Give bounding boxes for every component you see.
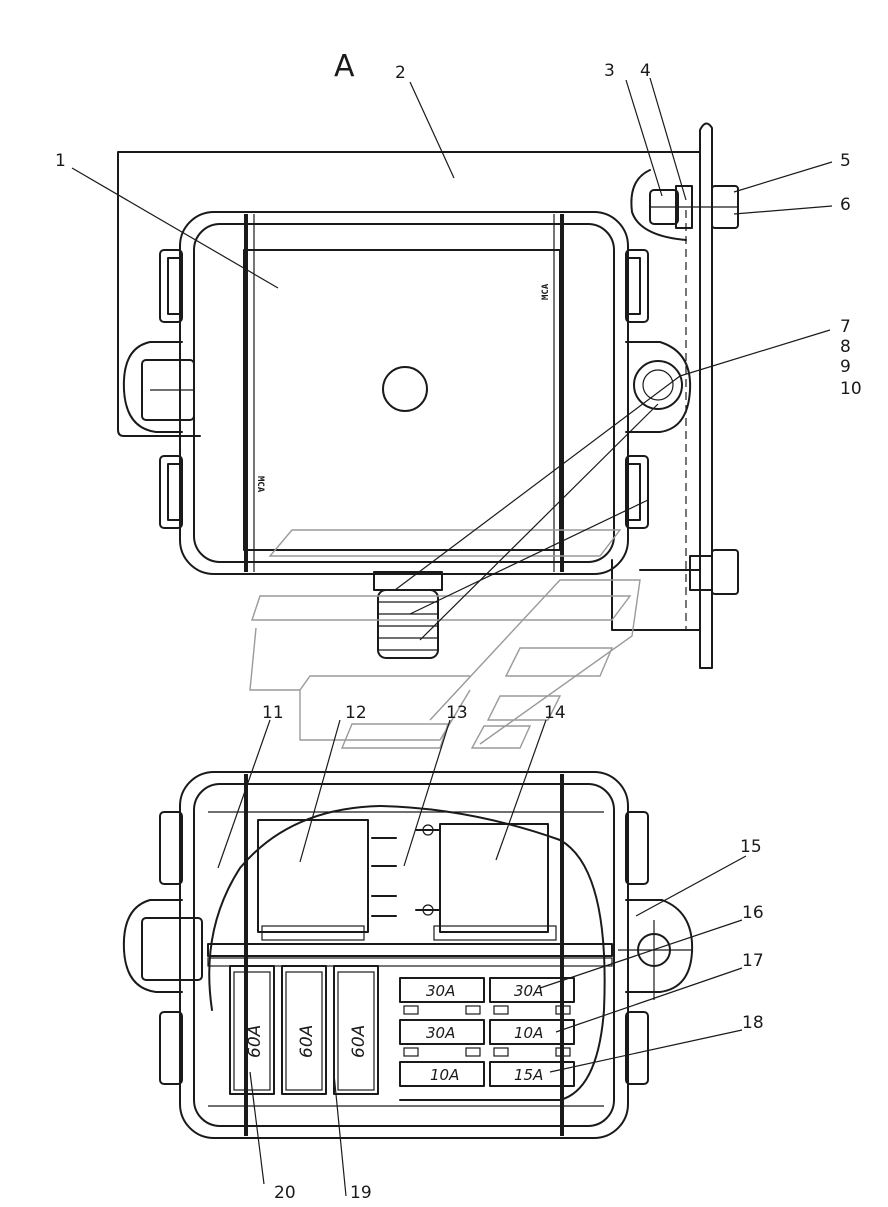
callout-12: 12 (345, 703, 367, 723)
callout-13: 13 (446, 703, 468, 723)
callout-14: 14 (544, 703, 566, 723)
fuse-rating-small-3: 30A (426, 1024, 455, 1042)
fuse-rating-large-3: 60A (349, 1025, 369, 1058)
bolt-nut-assembly (649, 185, 739, 229)
box-body-inner (193, 223, 615, 563)
view-a-lid-closed: МСА МСА (117, 122, 739, 669)
fuse-rating-small-4: 10A (514, 1024, 543, 1042)
ghost-outlines (249, 529, 641, 749)
callout-7: 7 (840, 317, 851, 337)
relay-terminals-13 (371, 824, 441, 917)
fuse-rating-large-2: 60A (297, 1025, 317, 1058)
latch-right-bottom (625, 455, 649, 529)
callout-4: 4 (640, 61, 651, 81)
callout-19: 19 (350, 1183, 372, 1203)
mounting-bracket (117, 151, 701, 437)
callout-16: 16 (742, 903, 764, 923)
callout-10: 10 (840, 379, 862, 399)
open-box-inner (193, 783, 615, 1127)
callout-8: 8 (840, 337, 851, 357)
fuse-rating-large-1: 60A (245, 1025, 265, 1058)
cable-gland (373, 571, 443, 659)
callout-9: 9 (840, 357, 851, 377)
mounting-ear-left (122, 341, 183, 433)
callout-18: 18 (742, 1013, 764, 1033)
callout-labels: 1 2 3 4 5 6 7 8 9 10 11 12 13 14 15 16 1… (55, 61, 862, 1203)
fuse-block-small (399, 977, 575, 1087)
latch-right-top (625, 249, 649, 323)
lower-bolt (689, 549, 739, 595)
view-open-box: 30A 30A 30A 10A 10A 15A 60A 60A 60A (122, 771, 694, 1139)
relay-12 (257, 819, 369, 933)
fuse-rating-small-1: 30A (426, 982, 455, 1000)
mounting-plate (699, 122, 713, 669)
box-body-outer (179, 211, 629, 575)
callout-3: 3 (604, 61, 615, 81)
callout-5: 5 (840, 151, 851, 171)
fuse-holder-60a-2 (281, 965, 327, 1095)
brand-mark-bottom: МСА (255, 476, 265, 493)
leader-lines (71, 77, 833, 1197)
mounting-ear-15 (625, 899, 694, 993)
callout-1: 1 (55, 151, 66, 171)
mounting-ear-right (625, 341, 692, 433)
callout-2: 2 (395, 63, 406, 83)
callout-17: 17 (742, 951, 764, 971)
fuse-rating-small-2: 30A (514, 982, 543, 1000)
mounting-hole-bolt (633, 360, 683, 410)
brand-mark-top: МСА (541, 283, 551, 300)
open-box-outer (179, 771, 629, 1139)
callout-11: 11 (262, 703, 284, 723)
view-label-a: A (334, 49, 355, 84)
lid-center-boss (382, 366, 428, 412)
latch-left-top (159, 249, 183, 323)
fuse-rating-small-5: 10A (430, 1066, 459, 1084)
relay-14 (439, 823, 549, 933)
box-lid (243, 249, 561, 551)
cutaway-outline (208, 805, 606, 1101)
fuse-rating-small-6: 15A (514, 1066, 543, 1084)
latch-left-bottom (159, 455, 183, 529)
callout-15: 15 (740, 837, 762, 857)
fuse-holder-60a-3 (333, 965, 379, 1095)
callout-20: 20 (274, 1183, 296, 1203)
callout-6: 6 (840, 195, 851, 215)
